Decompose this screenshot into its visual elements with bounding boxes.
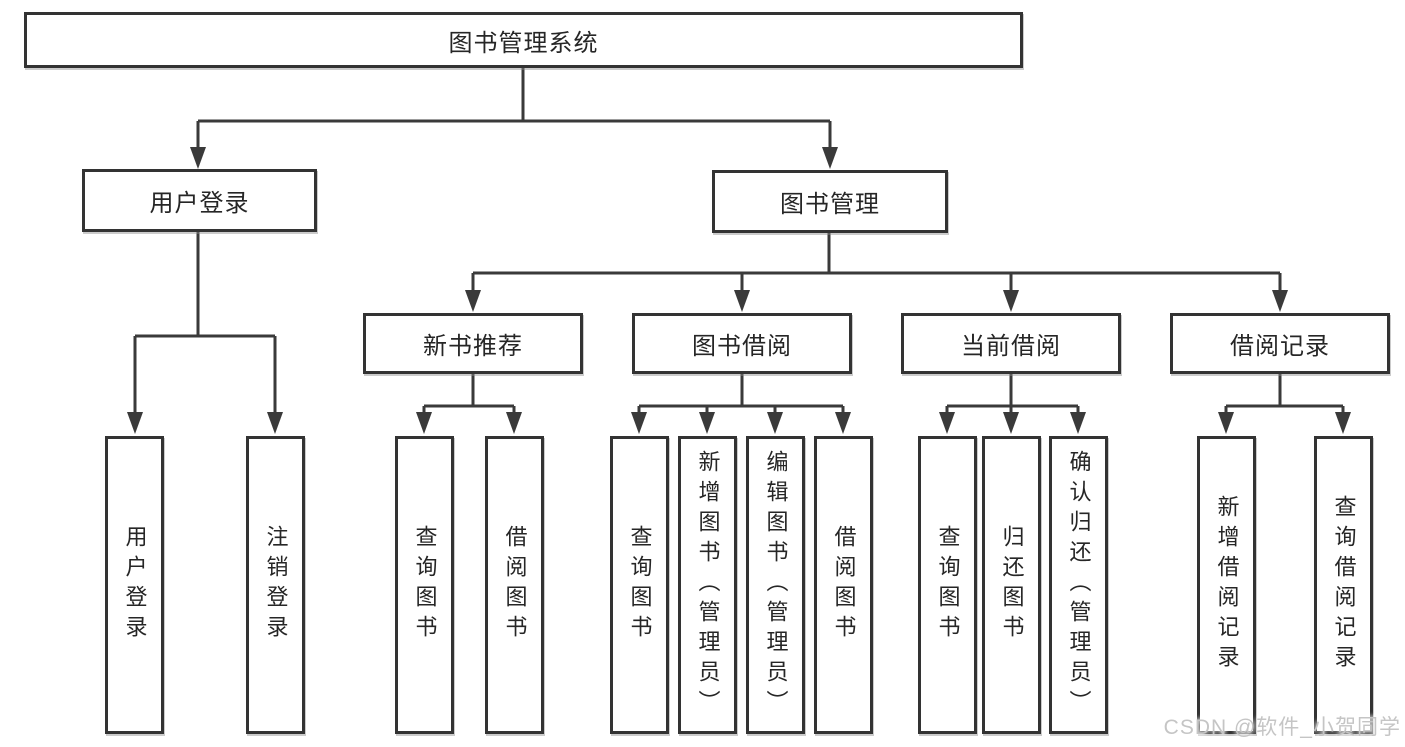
watermark: CSDN @软件_小贺同学 — [1163, 716, 1401, 739]
node-label: 新增图书（管理员） — [695, 450, 721, 720]
leaf-query-books: 查询图书 — [610, 436, 669, 734]
node-label: 图书借阅 — [692, 333, 792, 360]
leaf-logout: 注销登录 — [246, 436, 305, 734]
leaf-user-login: 用户登录 — [105, 436, 164, 734]
node-label: 当前借阅 — [961, 333, 1061, 360]
leaf-return-books: 归还图书 — [982, 436, 1041, 734]
node-borrowing-records: 借阅记录 — [1170, 313, 1390, 374]
node-user-login: 用户登录 — [82, 169, 317, 232]
node-label: 查询图书 — [935, 525, 961, 645]
node-label: 确认归还（管理员） — [1066, 450, 1092, 720]
node-book-management: 图书管理 — [712, 170, 948, 233]
node-label: 用户登录 — [122, 525, 148, 645]
node-label: 借阅记录 — [1230, 333, 1330, 360]
node-label: 新书推荐 — [423, 333, 523, 360]
node-library-management-system: 图书管理系统 — [24, 12, 1023, 68]
node-label: 查询图书 — [627, 525, 653, 645]
leaf-query-borrow-record: 查询借阅记录 — [1314, 436, 1373, 734]
leaf-query-books-current: 查询图书 — [918, 436, 977, 734]
node-book-borrowing: 图书借阅 — [632, 313, 852, 374]
node-label: 归还图书 — [999, 525, 1025, 645]
leaf-borrow-books-recommend: 借阅图书 — [485, 436, 544, 734]
node-label: 图书管理系统 — [448, 29, 599, 57]
node-label: 借阅图书 — [831, 525, 857, 645]
leaf-confirm-return-admin: 确认归还（管理员） — [1049, 436, 1108, 734]
node-new-book-recommendation: 新书推荐 — [363, 313, 583, 374]
node-label: 注销登录 — [263, 525, 289, 645]
node-label: 查询借阅记录 — [1331, 495, 1357, 675]
node-current-borrowing: 当前借阅 — [901, 313, 1121, 374]
node-label: 图书管理 — [780, 191, 880, 218]
node-label: 查询图书 — [412, 525, 438, 645]
leaf-query-books-recommend: 查询图书 — [395, 436, 454, 734]
node-label: 新增借阅记录 — [1214, 495, 1240, 675]
leaf-borrow-books: 借阅图书 — [814, 436, 873, 734]
node-label: 编辑图书（管理员） — [763, 450, 789, 720]
node-label: 用户登录 — [149, 190, 250, 217]
leaf-add-borrow-record: 新增借阅记录 — [1197, 436, 1256, 734]
leaf-edit-books-admin: 编辑图书（管理员） — [746, 436, 805, 734]
leaf-add-books-admin: 新增图书（管理员） — [678, 436, 737, 734]
node-label: 借阅图书 — [502, 525, 528, 645]
